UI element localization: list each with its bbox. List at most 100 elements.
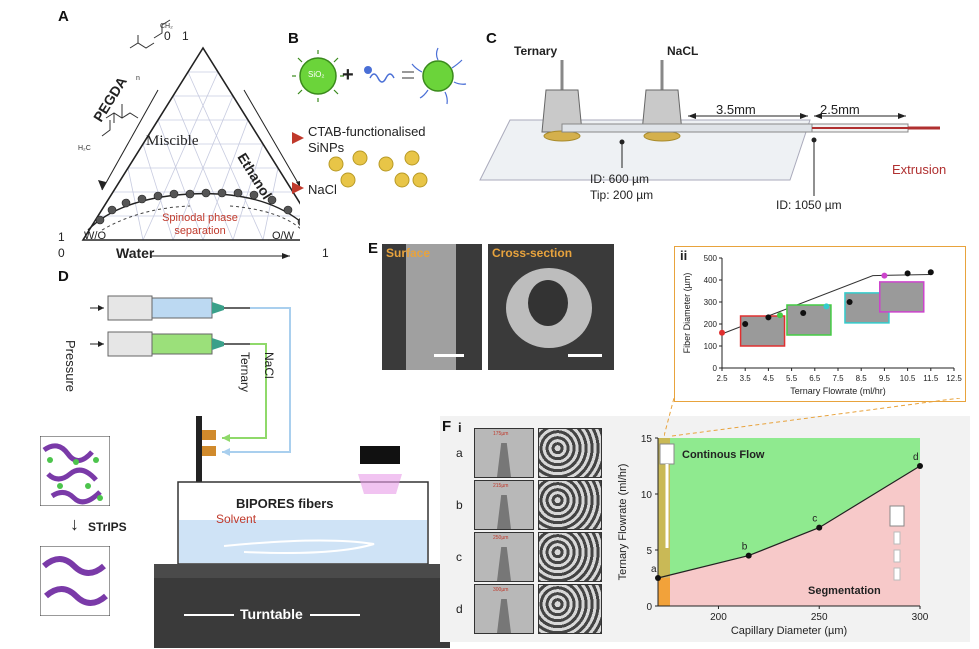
connector-lines (664, 398, 961, 437)
data-point (881, 272, 888, 279)
panel-c-letter: C (486, 30, 497, 47)
x-tick-label: 4.5 (763, 374, 775, 383)
bicontinuous-structure-after (40, 546, 110, 616)
capillary-size-label: 300µm (493, 587, 509, 593)
id-600-label: ID: 600 µm (590, 172, 649, 186)
data-point (765, 314, 772, 321)
solvent-label: Solvent (216, 512, 257, 526)
panel-a-letter: A (58, 8, 69, 25)
panel-eii-label: ii (680, 248, 688, 263)
capillary-photo: 215µm (474, 480, 534, 530)
row-label: b (456, 498, 463, 512)
x-tick-label: 11.5 (923, 374, 939, 383)
strips-arrow-icon: ↓ (70, 514, 79, 534)
x-tick-label: 2.5 (716, 374, 728, 383)
ternary-c-label: Ternary (514, 44, 558, 58)
panel-f-letter: F (442, 418, 452, 435)
capillary-device (479, 60, 940, 196)
capillary-size-label: 250µm (493, 535, 509, 541)
x-tick-label: 9.5 (879, 374, 891, 383)
data-point (719, 329, 725, 336)
capillary-photo: 300µm (474, 584, 534, 634)
panel-b-letter: B (288, 30, 299, 47)
spinodal-label: Spinodal phase separation (162, 212, 238, 237)
continuous-flow-region (658, 438, 920, 578)
tip-200-label: Tip: 200 µm (590, 188, 654, 202)
data-point (777, 312, 783, 319)
panel-f-sub-i: i (458, 420, 462, 435)
bicontinuous-structure-before (40, 436, 110, 506)
capillary-photo: 250µm (474, 532, 534, 582)
mol-n: n (136, 75, 140, 82)
setup-illustration (90, 295, 450, 648)
point-label: d (913, 452, 919, 463)
pore-sem-image (538, 584, 602, 634)
y-tick-label: 0 (646, 602, 652, 613)
y-tick-label: 0 (713, 364, 718, 373)
y-tick-label: 400 (704, 276, 718, 285)
y-axis-label: Fiber Diameter (µm) (682, 273, 692, 354)
left-strip-lower (658, 578, 670, 606)
pore-sem-image (538, 480, 602, 530)
segment-drop (893, 567, 901, 581)
nozzle-sketch-segment (889, 505, 905, 527)
inset-micrograph-3 (879, 281, 925, 313)
panel-b-illustration (292, 47, 467, 194)
row-label: c (456, 550, 462, 564)
x-tick-label: 10.5 (900, 374, 916, 383)
data-point (800, 310, 807, 316)
segment-drop (893, 549, 901, 563)
data-point (823, 303, 830, 310)
data-point (846, 299, 853, 305)
x-tick-label: 300 (912, 612, 929, 623)
capillary-size-label: 215µm (493, 483, 509, 489)
data-point (745, 552, 752, 559)
ow-label: O/W (272, 230, 294, 242)
x-tick-label: 250 (811, 612, 828, 623)
row-label: a (456, 446, 463, 460)
surface-sem-image (382, 244, 482, 370)
data-point (917, 463, 923, 469)
ternary-top-tick-1: 1 (182, 29, 189, 43)
y-tick-label: 500 (704, 254, 718, 263)
ternary-left-one: 1 (58, 230, 65, 244)
data-point (927, 269, 934, 276)
segment-drop (893, 531, 901, 545)
turntable-label: Turntable (240, 606, 303, 622)
capillary-tip (497, 547, 511, 581)
x-tick-label: 3.5 (740, 374, 752, 383)
dimension-3-5mm: 3.5mm (716, 102, 756, 117)
svg-text:H₂C: H₂C (78, 145, 91, 152)
id-1050-label: ID: 1050 µm (776, 198, 842, 212)
y-tick-label: 200 (704, 320, 718, 329)
point-label: a (651, 564, 657, 575)
panel-eii-frame (674, 246, 966, 402)
cross-section-label: Cross-section (492, 246, 573, 260)
ternary-d-label: Ternary (238, 352, 252, 393)
region-label-continuous: Continous Flow (682, 449, 765, 461)
x-tick-label: 7.5 (832, 374, 844, 383)
water-axis-label: Water (116, 245, 155, 261)
data-point (816, 524, 823, 531)
x-tick-label: 12.5 (946, 374, 962, 383)
svg-text:CH₂: CH₂ (160, 23, 173, 30)
data-point (742, 321, 749, 327)
extrusion-label: Extrusion (892, 162, 947, 177)
nacl-c-label: NaCL (667, 44, 699, 58)
y-tick-label: 100 (704, 342, 718, 351)
y-tick-label: 300 (704, 298, 718, 307)
y-axis-label: Ternary Flowrate (ml/hr) (617, 464, 629, 581)
pore-sem-image (538, 532, 602, 582)
bipores-label: BIPORES fibers (236, 496, 334, 511)
lamp-label: 405nm (338, 390, 369, 401)
nacl-b-label: NaCl (308, 182, 337, 197)
y-tick-label: 15 (641, 434, 653, 445)
ctab-label: CTAB-functionalised SiNPs (308, 124, 426, 155)
x-tick-label: 8.5 (856, 374, 868, 383)
inset-micrograph-1 (786, 304, 832, 336)
wo-label: W/O (84, 230, 106, 242)
strips-label: STrIPS (88, 520, 127, 534)
cross-section-sem-image (488, 244, 614, 370)
sio2-label: SiO₂ (308, 70, 325, 79)
